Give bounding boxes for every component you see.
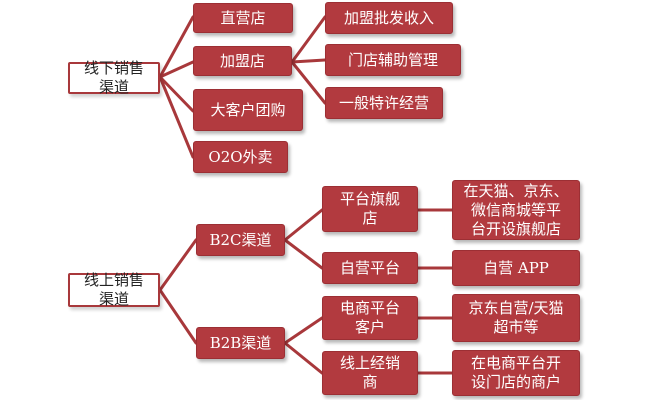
online-root-node: 线上销售 渠道 <box>68 271 160 308</box>
detail-ziying: 自营 APP <box>452 250 580 286</box>
offline-root-label: 线下销售 渠道 <box>83 59 144 96</box>
connector-jiameng-pifa <box>290 15 327 64</box>
connector-b2c-qijian <box>283 208 324 242</box>
offline-node-dakehu: 大客户团购 <box>193 89 303 131</box>
node-label: 线上经销 商 <box>339 354 400 391</box>
connector-b2c-ziying <box>283 238 324 270</box>
offline-node-zhiying: 直营店 <box>193 3 293 33</box>
online-node-b2c: B2C渠道 <box>196 224 285 256</box>
connector-online-b2b <box>158 288 198 345</box>
node-label: 自营平台 <box>339 258 400 277</box>
detail-dianshang: 京东自营/天猫 超市等 <box>452 294 580 342</box>
connector-b2b-jingxiao <box>283 341 324 375</box>
node-label: 大客户团购 <box>210 100 286 119</box>
connector-jiameng-mendian <box>290 58 327 64</box>
detail-qijian: 在天猫、京东、 微信商城等平 台开设旗舰店 <box>452 180 580 240</box>
online-node-b2b: B2B渠道 <box>196 327 285 359</box>
detail-label: 在天猫、京东、 微信商城等平 台开设旗舰店 <box>463 181 569 238</box>
jiameng-child-pifa: 加盟批发收入 <box>325 2 453 34</box>
node-label: 直营店 <box>220 8 266 27</box>
detail-label: 京东自营/天猫 超市等 <box>468 299 564 336</box>
online-root-label: 线上销售 渠道 <box>83 271 144 308</box>
node-label: O2O外卖 <box>208 147 273 166</box>
node-label: 电商平台 客户 <box>339 299 400 336</box>
connector-online-b2c <box>158 238 198 292</box>
node-label: B2B渠道 <box>209 333 272 352</box>
detail-label: 自营 APP <box>483 258 549 277</box>
offline-root-node: 线下销售 渠道 <box>68 59 160 96</box>
connector-offline-o2o <box>158 75 195 159</box>
connector-offline-jiameng <box>158 60 195 79</box>
b2c-child-ziying: 自营平台 <box>322 252 418 284</box>
b2b-child-dianshang: 电商平台 客户 <box>322 296 418 340</box>
offline-node-jiameng: 加盟店 <box>193 46 292 76</box>
detail-label: 在电商平台开 设门店的商户 <box>470 354 561 391</box>
node-label: 平台旗舰 店 <box>339 190 400 227</box>
node-label: 一般特许经营 <box>338 93 429 112</box>
node-label: 加盟批发收入 <box>343 8 434 27</box>
b2c-child-qijian: 平台旗舰 店 <box>322 186 418 232</box>
jiameng-child-mendian: 门店辅助管理 <box>325 44 461 76</box>
node-label: B2C渠道 <box>209 230 272 249</box>
jiameng-child-texu: 一般特许经营 <box>325 87 443 119</box>
b2b-child-jingxiao: 线上经销 商 <box>322 351 418 395</box>
offline-node-o2o: O2O外卖 <box>193 141 288 173</box>
connector-b2b-dianshang <box>283 316 324 345</box>
connector-jiameng-texu <box>290 60 327 105</box>
node-label: 门店辅助管理 <box>347 50 438 69</box>
node-label: 加盟店 <box>219 51 265 70</box>
connector-offline-dakehu <box>158 75 195 113</box>
connector-offline-zhiying <box>158 15 195 79</box>
detail-jingxiao: 在电商平台开 设门店的商户 <box>452 350 580 396</box>
